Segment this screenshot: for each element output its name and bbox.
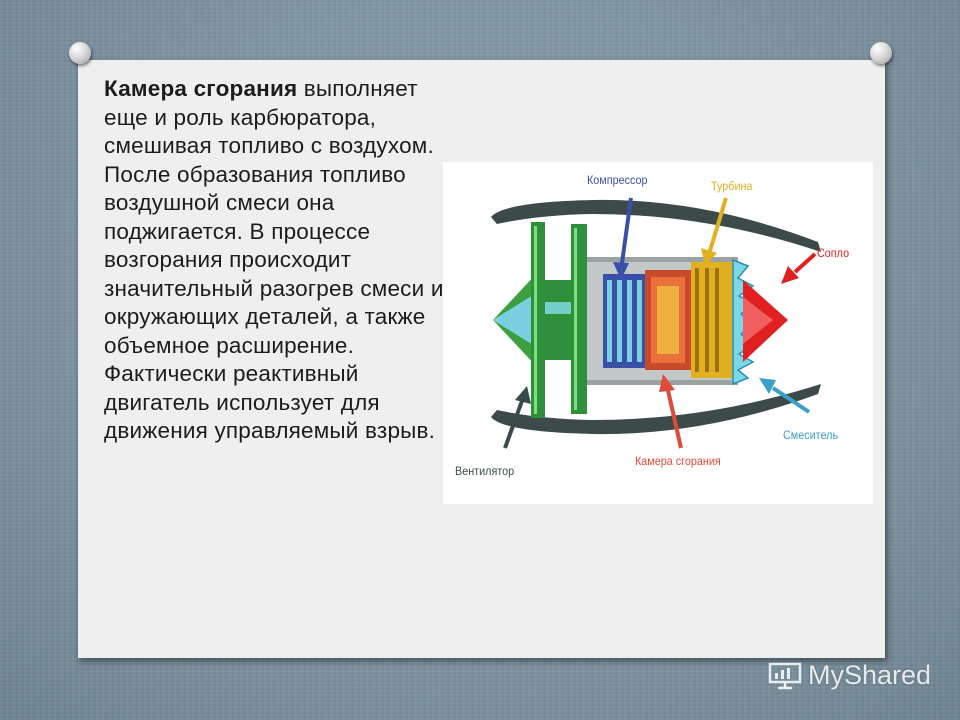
nozzle-cone-highlight (743, 297, 773, 344)
compressor-stripe-3 (627, 280, 632, 362)
mixer-arrow (771, 386, 811, 414)
fan-stage-1 (531, 222, 545, 418)
nozzle-arrowhead (781, 266, 799, 284)
fan-stage-1-highlight (534, 226, 537, 414)
fan-spinner-highlight (493, 292, 538, 348)
label-fan: Вентилятор (455, 464, 515, 478)
combustion-flame (657, 286, 679, 354)
compressor-stripe-4 (637, 280, 642, 362)
jet-engine-drawing (491, 197, 821, 449)
compressor-stripe-1 (607, 280, 612, 362)
fan-arrowhead (515, 386, 531, 404)
combustion-arrow (665, 385, 683, 449)
nacelle-bottom (491, 384, 821, 435)
turbine-stripe-3 (715, 268, 719, 372)
combustion-arrowhead (659, 374, 675, 392)
mixer-arrowhead (759, 378, 776, 394)
jet-engine-diagram: Компрессор Турбина Сопло Смеситель Камер… (443, 162, 873, 504)
slide-heading: Камера сгорания (104, 76, 298, 101)
label-turbine: Турбина (711, 179, 753, 193)
slide-body-text: Камера сгорания выполняет еще и роль кар… (104, 75, 444, 446)
slide-paragraph: выполняет еще и роль карбюратора, смешив… (104, 76, 444, 443)
fan-stage-2 (571, 224, 587, 414)
compressor-stripe-2 (617, 280, 622, 362)
label-nozzle: Сопло (817, 246, 850, 260)
nozzle-arrow (793, 252, 817, 274)
turbine-arrow (707, 197, 728, 255)
turbine-arrowhead (701, 248, 717, 266)
fan-arrow (503, 397, 525, 449)
watermark-text: MyShared (808, 659, 932, 690)
turbine-stripe-1 (695, 268, 699, 372)
compressor-arrow (619, 197, 633, 271)
label-mixer: Смеситель (783, 428, 839, 442)
label-combustion-chamber: Камера сгорания (635, 454, 721, 468)
pushpin-left-icon (69, 42, 91, 64)
label-compressor: Компрессор (587, 173, 648, 187)
watermark: MyShared (768, 658, 931, 692)
fan-stage-2-highlight (574, 228, 577, 410)
turbine-stripe-2 (705, 268, 709, 372)
nacelle-top (491, 199, 821, 252)
presentation-icon (768, 662, 802, 690)
pushpin-right-icon (870, 42, 892, 64)
compressor-arrowhead (613, 262, 629, 280)
